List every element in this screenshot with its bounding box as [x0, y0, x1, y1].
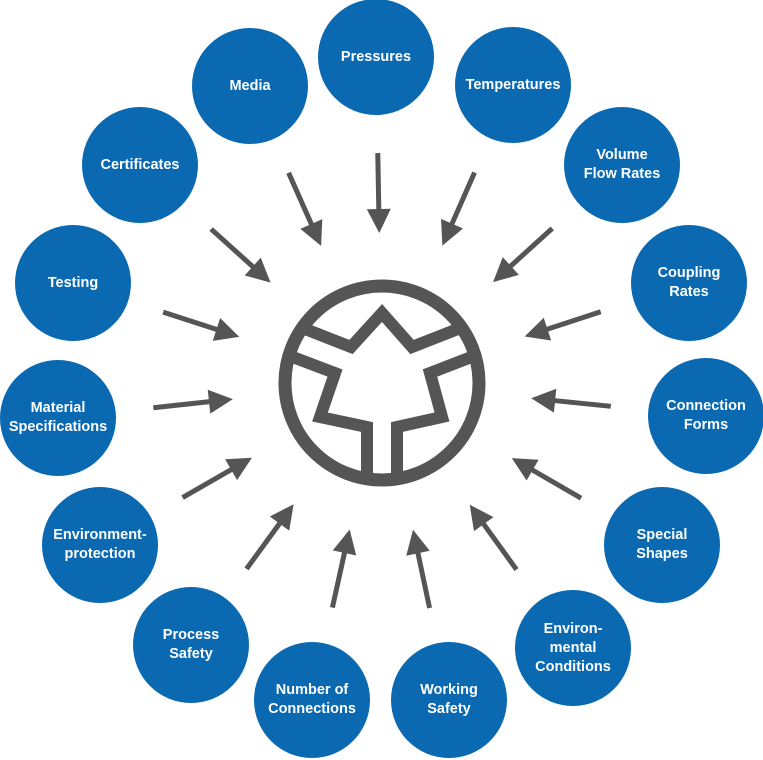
- factor-label: Working Safety: [420, 682, 478, 717]
- factor-bubble: Connection Forms: [648, 358, 763, 474]
- factor-label: Testing: [47, 274, 99, 291]
- factor-label: Material Specifications: [8, 400, 108, 435]
- arrow: [531, 388, 612, 413]
- arrow: [511, 458, 583, 501]
- factor-bubble: Special Shapes: [604, 487, 720, 603]
- factor-bubble: Coupling Rates: [631, 225, 747, 341]
- arrow: [469, 504, 519, 572]
- factor-label: Temperatures: [465, 76, 561, 93]
- factor-label: Media: [229, 77, 271, 94]
- factor-label: Volume Flow Rates: [583, 147, 661, 182]
- logo-icon: [278, 279, 486, 487]
- factor-bubble: Environment- protection: [42, 487, 158, 603]
- factor-bubble: Environ- mental Conditions: [515, 590, 631, 706]
- arrow: [493, 226, 554, 283]
- factor-bubble: Testing: [15, 225, 131, 341]
- factor-bubble: Process Safety: [133, 587, 249, 703]
- arrow: [329, 529, 357, 609]
- arrow: [209, 227, 271, 283]
- arrow: [181, 457, 252, 500]
- arrow: [406, 529, 433, 609]
- factor-label: Coupling Rates: [657, 265, 721, 300]
- factor-bubble: Material Specifications: [0, 360, 116, 476]
- factor-label: Pressures: [340, 48, 412, 65]
- factor-bubble: Temperatures: [455, 27, 571, 143]
- factor-bubble: Number of Connections: [254, 642, 370, 758]
- factor-bubble: Pressures: [318, 0, 434, 115]
- arrow: [153, 389, 233, 414]
- factor-label: Certificates: [100, 156, 180, 173]
- factor-label: Number of Connections: [268, 682, 356, 717]
- arrow: [286, 171, 323, 246]
- factor-label: Environment- protection: [53, 527, 147, 562]
- factor-bubble: Volume Flow Rates: [564, 107, 680, 223]
- arrow: [162, 309, 240, 341]
- factor-label: Environ- mental Conditions: [535, 620, 611, 675]
- arrow: [366, 152, 391, 234]
- arrow: [524, 309, 602, 341]
- factor-label: Special Shapes: [636, 527, 688, 562]
- factor-bubble: Working Safety: [391, 642, 507, 758]
- factor-label: Connection Forms: [666, 398, 746, 433]
- factor-bubble: Certificates: [82, 107, 198, 223]
- arrow: [244, 504, 294, 571]
- factor-bubble: Media: [192, 28, 308, 144]
- arrow: [441, 171, 477, 246]
- factor-label: Process Safety: [162, 627, 220, 662]
